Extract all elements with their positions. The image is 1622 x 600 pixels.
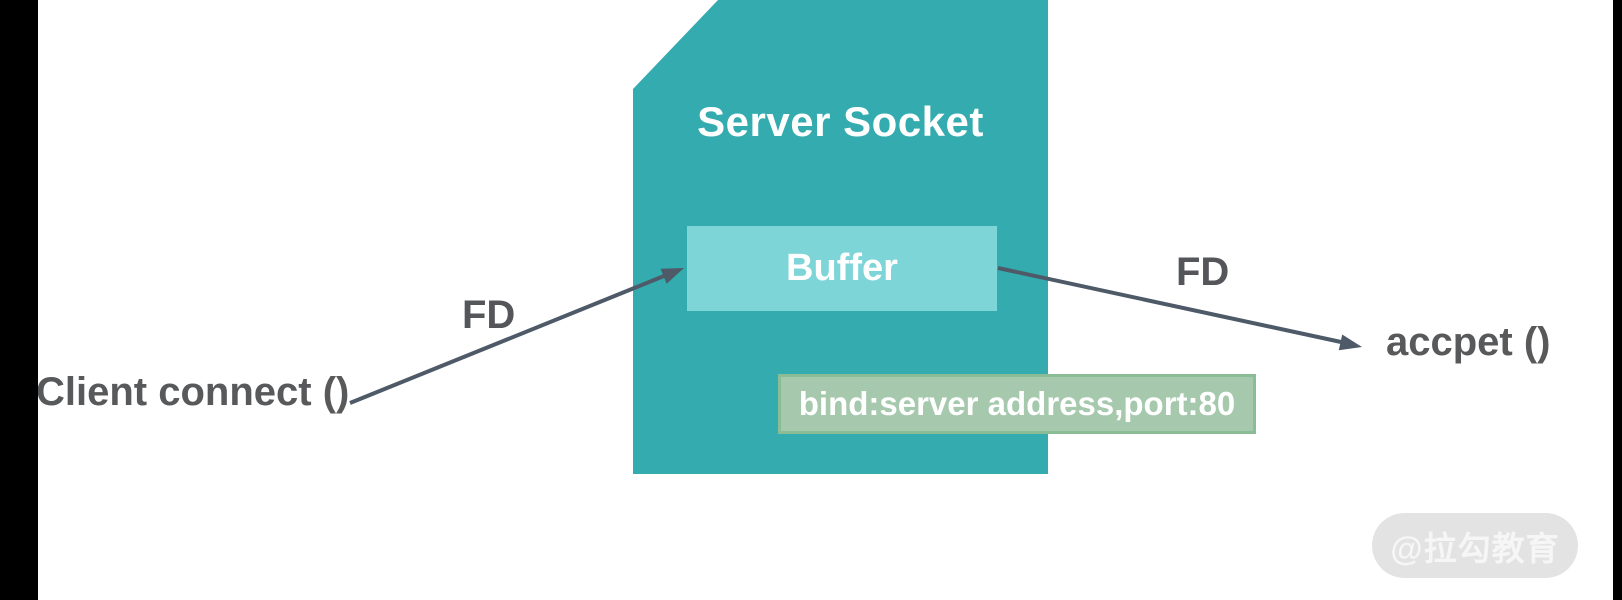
- buffer-box: Buffer: [687, 226, 997, 311]
- left-letterbox-bar: [0, 0, 38, 600]
- fd-label-left: FD: [462, 293, 516, 337]
- bind-address-label: bind:server address,port:80: [778, 374, 1256, 434]
- right-letterbox-bar: [1613, 0, 1622, 600]
- lagou-watermark-badge: @拉勾教育: [1372, 513, 1578, 578]
- client-connect-label: Client connect (): [36, 370, 350, 414]
- buffer-to-accept-arrow-line: [997, 266, 1342, 344]
- server-socket-title: Server Socket: [697, 98, 984, 145]
- buffer-to-accept-arrowhead: [1338, 334, 1362, 351]
- accept-label: accpet (): [1386, 320, 1551, 364]
- fd-label-right: FD: [1176, 250, 1230, 294]
